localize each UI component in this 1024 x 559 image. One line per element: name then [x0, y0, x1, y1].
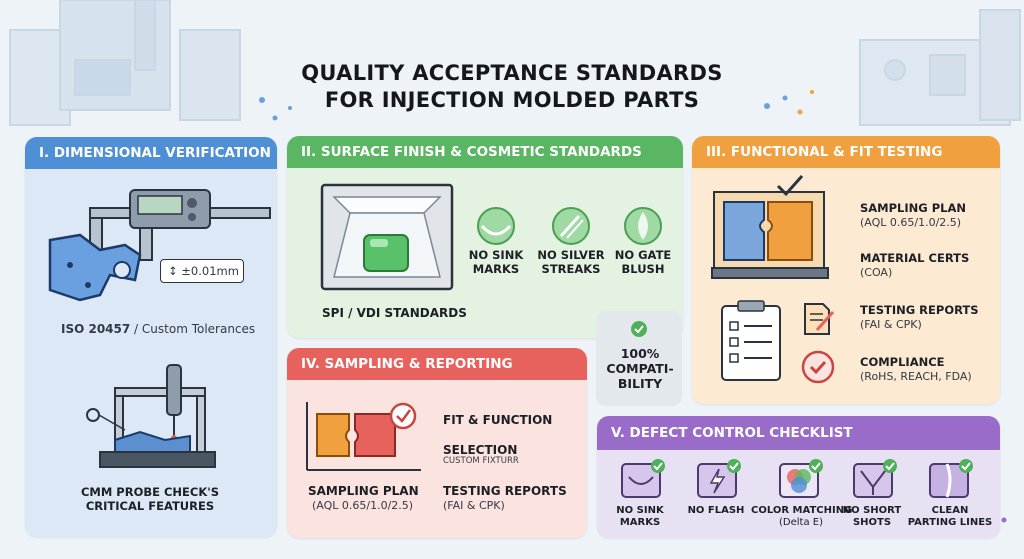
defect-checklist-heading: V. DEFECT CONTROL CHECKLIST [597, 416, 1000, 450]
compatibility-label: 100%COMPATI-BILITY [606, 346, 674, 391]
color-match-icon [779, 459, 823, 498]
sampling-plan-label: SAMPLING PLAN [308, 484, 419, 498]
puzzle-fit-icon [711, 175, 829, 279]
sink-mark-icon [477, 207, 515, 245]
document-pen-icon [804, 303, 835, 335]
testing-reports-label: TESTING REPORTS [443, 484, 567, 498]
selection-label: SELECTION [443, 443, 518, 457]
sink-mark-icon [621, 459, 665, 498]
check-circle-icon [631, 321, 647, 337]
surface-finish-heading: II. SURFACE FINISH & COSMETIC STANDARDS [287, 136, 683, 168]
parting-line-icon [929, 459, 973, 498]
tolerance-value: ↕ ±0.01mm [168, 264, 239, 278]
silver-streak-icon [552, 207, 590, 245]
cmm-probe-icon [86, 364, 216, 468]
spi-vdi-label: SPI / VDI STANDARDS [322, 306, 467, 320]
clipboard-checklist-icon [721, 300, 781, 381]
short-shot-icon [853, 459, 897, 498]
caliper-icon [48, 189, 271, 302]
defect-item-color: COLOR MATCHING(Delta E) [751, 505, 853, 528]
gate-blush-icon [624, 207, 662, 245]
fit-function-chart-icon [306, 402, 421, 471]
light-booth-icon [320, 183, 454, 291]
fit-function-label: FIT & FUNCTION [443, 413, 553, 427]
sampling-plan-detail: (AQL 0.65/1.0/2.5) [312, 499, 414, 512]
compliance-check-icon [801, 350, 835, 384]
testing-reports-detail: (FAI & CPK) [443, 499, 505, 512]
defect-item-flash: NO FLASH [687, 505, 745, 516]
cmm-caption: CMM PROBE CHECK'S CRITICAL FEATURES [80, 485, 220, 513]
page-title: QUALITY ACCEPTANCE STANDARDS FOR INJECTI… [301, 61, 723, 112]
flash-icon [697, 459, 741, 498]
iso-caption: ISO 20457 / Custom Tolerances [61, 322, 256, 336]
selection-detail: CUSTOM FIXTURR [443, 456, 519, 466]
tolerance-badge [160, 259, 244, 283]
functional-testing-heading: III. FUNCTIONAL & FIT TESTING [692, 136, 1000, 168]
sampling-reporting-heading: IV. SAMPLING & REPORTING [287, 348, 587, 380]
dimensional-verification-heading: I. DIMENSIONAL VERIFICATION [25, 137, 277, 169]
